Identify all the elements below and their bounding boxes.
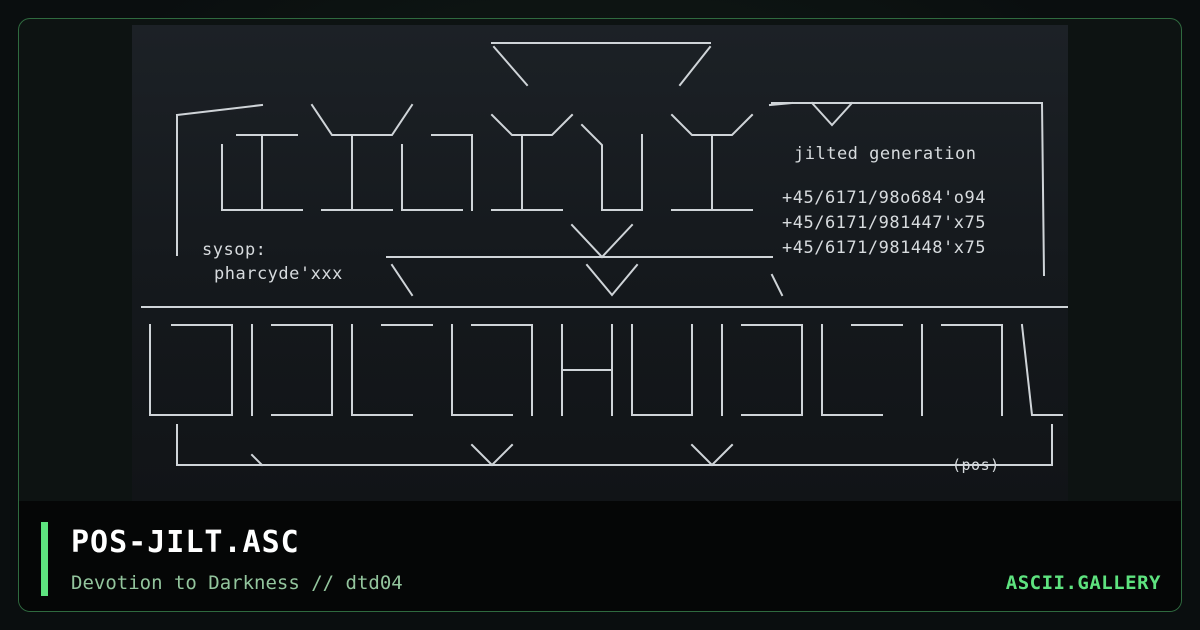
site-brand[interactable]: ASCII.GALLERY — [1005, 572, 1161, 594]
art-sysop-label: sysop: — [202, 240, 267, 260]
art-heading: jilted generation — [794, 144, 977, 164]
card-frame: jilted generation +45/6171/98o684'o94 +4… — [18, 18, 1182, 612]
ascii-art-lines — [141, 42, 1068, 467]
ascii-artwork: jilted generation +45/6171/98o684'o94 +4… — [132, 25, 1068, 501]
accent-bar — [41, 522, 48, 596]
art-credit: (pos) — [952, 456, 1000, 474]
art-line-3: +45/6171/981448'x75 — [782, 238, 986, 258]
footer-bar: POS-JILT.ASC Devotion to Darkness // dtd… — [19, 501, 1181, 611]
art-line-2: +45/6171/981447'x75 — [782, 213, 986, 233]
art-sysop-handle: pharcyde'xxx — [214, 264, 343, 284]
file-subtitle: Devotion to Darkness // dtd04 — [71, 572, 403, 594]
art-line-1: +45/6171/98o684'o94 — [782, 188, 986, 208]
file-title: POS-JILT.ASC — [71, 525, 300, 560]
